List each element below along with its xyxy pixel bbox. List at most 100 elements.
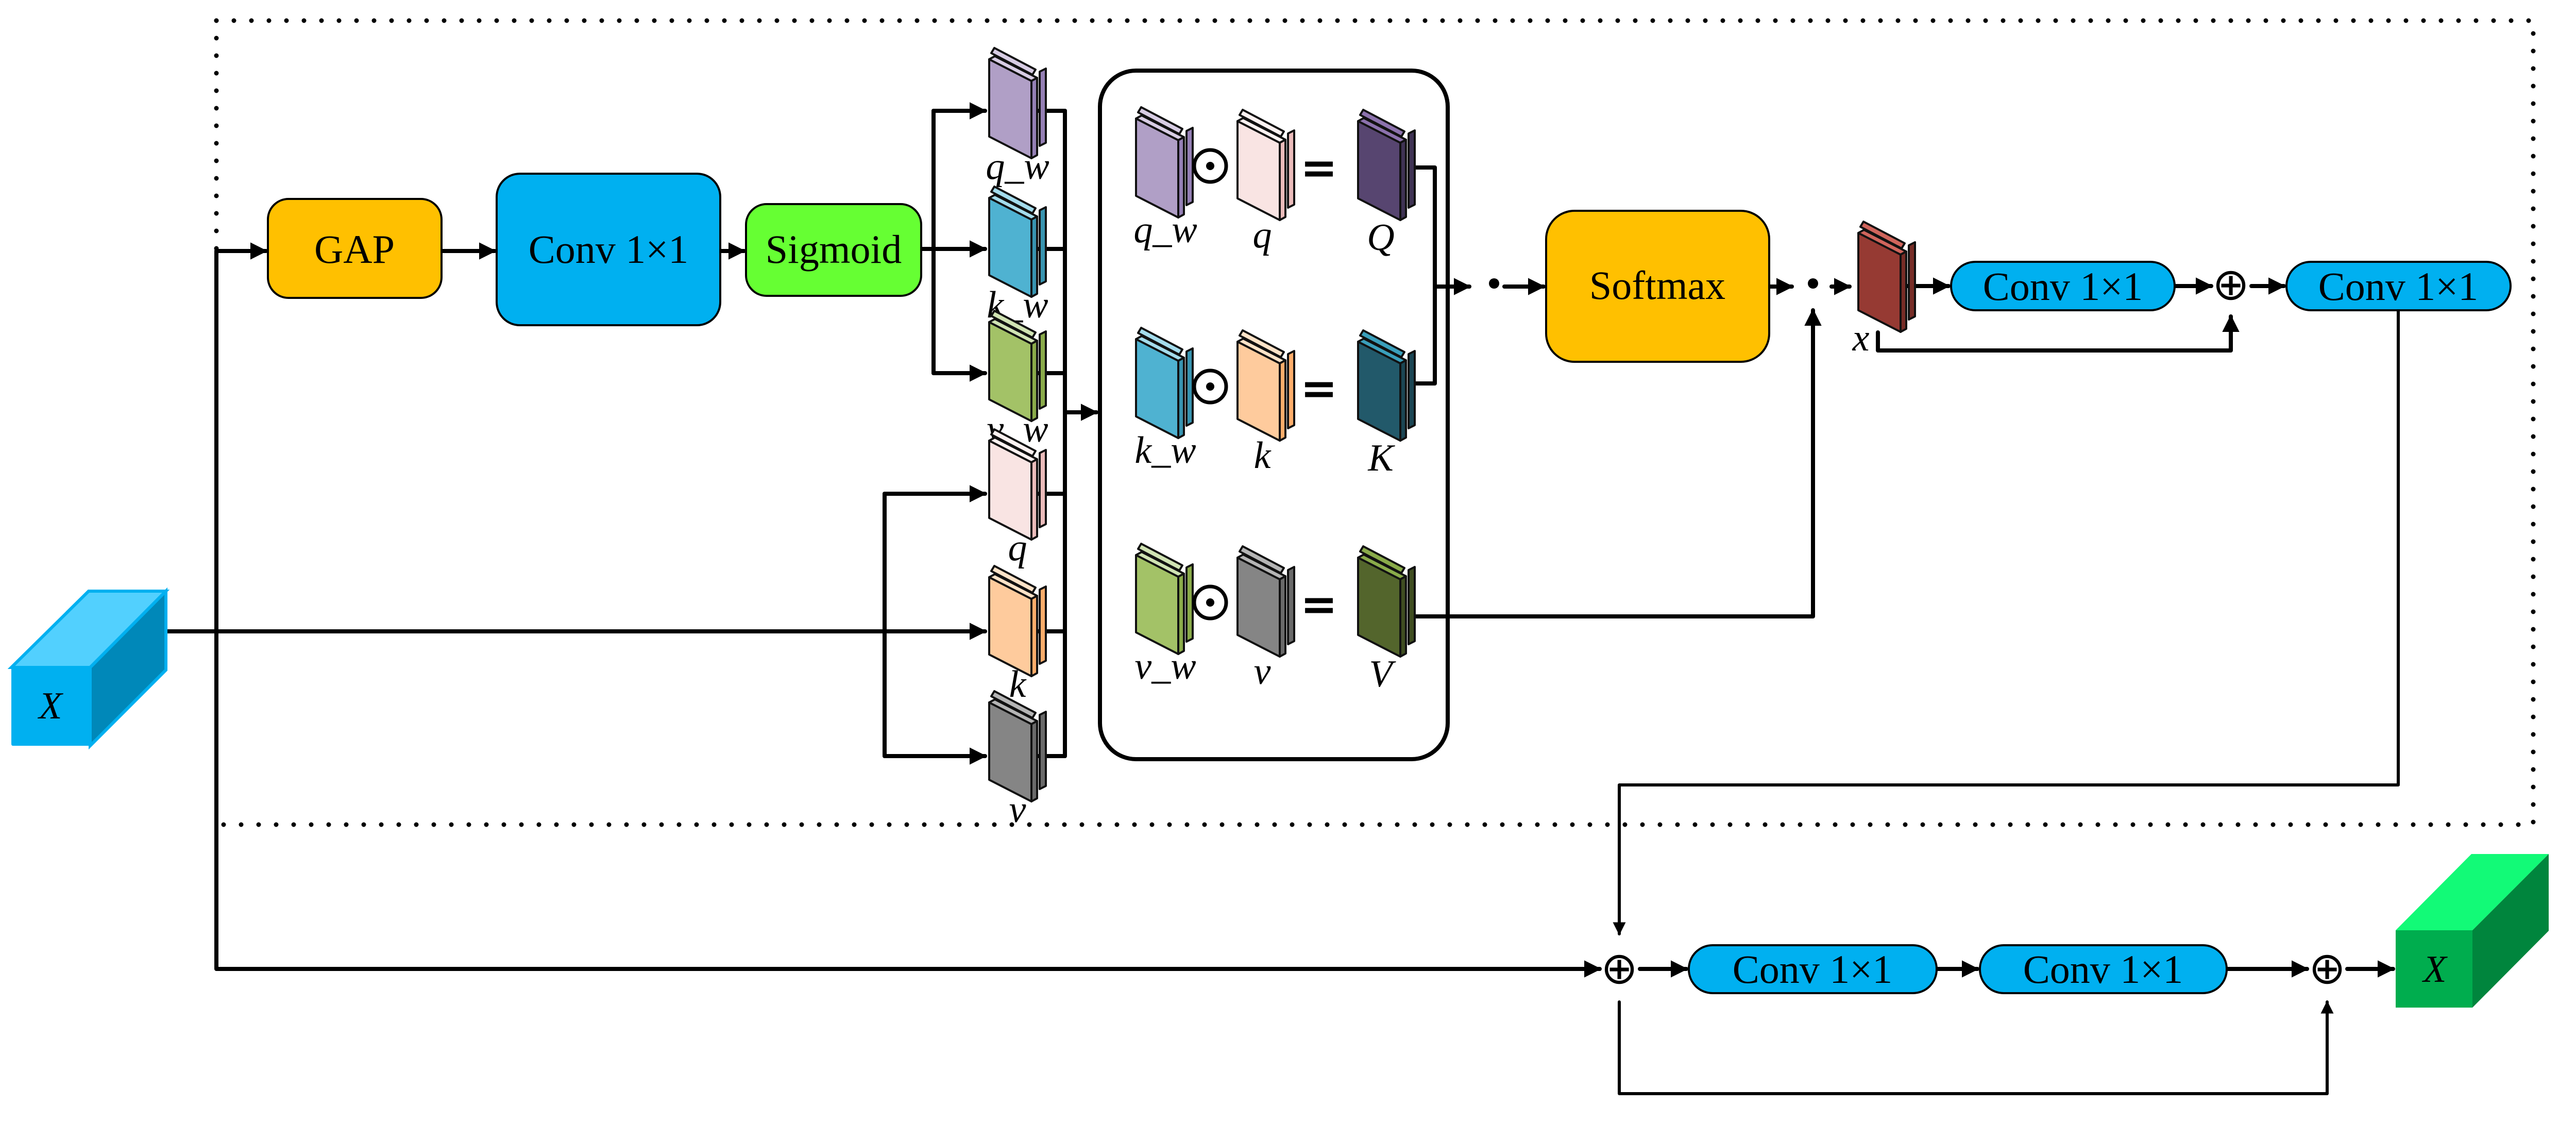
- output-block-side: [2472, 854, 2549, 1008]
- input-block-front: [11, 667, 90, 746]
- product-result-K-side: [1399, 359, 1407, 442]
- product-v-side: [1279, 575, 1286, 658]
- column-block-q_w-label: q_w: [986, 145, 1049, 188]
- column-block-k_w-side: [1030, 215, 1038, 298]
- column-block-k: k: [988, 565, 1047, 706]
- product-result-Q-plate: [1408, 129, 1416, 209]
- column-block-q: q: [988, 428, 1047, 569]
- output-tensor-block: X: [2396, 854, 2549, 1008]
- wire-convb-feedback: [1613, 309, 2400, 935]
- conv-b-label: Conv 1×1: [2318, 264, 2479, 309]
- product-q-plate: [1287, 129, 1295, 209]
- product-q_w-plate: [1185, 127, 1194, 206]
- product-v_w: v_w: [1134, 543, 1196, 688]
- wire-qk-merge: [1409, 165, 1437, 386]
- softmax-box[interactable]: Softmax: [1545, 210, 1770, 363]
- product-operators: ===: [1192, 142, 1337, 630]
- column-block-v_w-plate: [1039, 330, 1047, 410]
- softmax-label: Softmax: [1589, 263, 1725, 308]
- column-block-q-side: [1030, 458, 1038, 541]
- product-q-side: [1279, 139, 1286, 221]
- product-result-Q: Q: [1357, 109, 1416, 259]
- product-result-K: K: [1357, 329, 1416, 479]
- column-block-v-label: v: [1009, 789, 1026, 831]
- product-k_w: k_w: [1134, 327, 1196, 472]
- dot-operator-2: [1808, 278, 1818, 289]
- column-block-k_w: k_w: [987, 186, 1048, 326]
- product-k-label: k: [1254, 434, 1272, 477]
- product-k-side: [1279, 359, 1286, 442]
- product-v_w-label: v_w: [1134, 645, 1196, 688]
- product-v_w-side: [1177, 573, 1185, 655]
- column-block-v-side: [1030, 720, 1038, 802]
- input-tensor-block: X: [7, 587, 170, 750]
- conv-box-top[interactable]: Conv 1×1: [496, 173, 721, 326]
- column-block-q_w: q_w: [986, 47, 1049, 188]
- conv-b-box[interactable]: Conv 1×1: [2285, 261, 2512, 311]
- column-block-v-plate: [1039, 711, 1047, 790]
- dotted-frame: [214, 18, 2536, 827]
- product-v_w-plate: [1185, 563, 1194, 643]
- product-result-Q-side: [1399, 139, 1407, 221]
- conv-d-box[interactable]: Conv 1×1: [1979, 944, 2228, 994]
- product-v: v: [1236, 545, 1295, 693]
- column-block-v: v: [988, 690, 1047, 831]
- attended-block-label: x: [1852, 317, 1870, 359]
- hadamard-operator-dot: [1206, 162, 1214, 170]
- product-q-label: q: [1253, 214, 1272, 256]
- output-block-front: [2396, 930, 2472, 1008]
- output-block-top: [2396, 854, 2549, 930]
- hadamard-operator-dot: [1206, 598, 1214, 607]
- input-label: X: [37, 685, 63, 727]
- hadamard-operator-icon: [1192, 369, 1228, 405]
- add-operator-refine: ⊕: [2212, 259, 2249, 310]
- product-result-V-plate: [1408, 566, 1416, 645]
- column-block-k_w-plate: [1039, 206, 1047, 286]
- product-result-K-label: K: [1367, 437, 1395, 479]
- column-block-q-label: q: [1008, 527, 1027, 569]
- wire-bottom-skip: [1618, 1000, 2334, 1095]
- product-v-plate: [1287, 566, 1295, 645]
- product-k_w-label: k_w: [1134, 429, 1196, 472]
- product-v-label: v: [1254, 650, 1271, 693]
- product-k: k: [1236, 329, 1295, 477]
- column-block-q-plate: [1039, 449, 1047, 528]
- product-q_w: q_w: [1133, 106, 1197, 251]
- attended-block-side: [1900, 250, 1907, 333]
- equals-sign: =: [1300, 363, 1337, 414]
- conv-c-label: Conv 1×1: [1733, 947, 1893, 992]
- add-operator-1: ⊕: [1601, 943, 1638, 994]
- product-result-K-plate: [1408, 350, 1416, 429]
- attended-block-plate: [1908, 241, 1916, 321]
- conv-a-label: Conv 1×1: [1983, 264, 2143, 309]
- conv-c-box[interactable]: Conv 1×1: [1688, 944, 1938, 994]
- product-k_w-side: [1177, 357, 1185, 439]
- sigmoid-box[interactable]: Sigmoid: [745, 203, 922, 297]
- dot-operator-1: [1489, 278, 1499, 289]
- column-block-k-side: [1030, 595, 1038, 677]
- product-result-Q-label: Q: [1367, 216, 1394, 259]
- gap-label: GAP: [314, 227, 395, 272]
- connections: [164, 102, 2400, 1095]
- conv-a-box[interactable]: Conv 1×1: [1950, 261, 2176, 311]
- product-k_w-plate: [1185, 347, 1194, 427]
- wire-x-skip: [1876, 314, 2240, 353]
- product-box: [1098, 69, 1450, 761]
- add-operator-2: ⊕: [2309, 943, 2346, 994]
- product-k-plate: [1287, 350, 1295, 429]
- conv-top-label: Conv 1×1: [529, 227, 689, 272]
- gap-box[interactable]: GAP: [267, 198, 443, 299]
- product-q_w-side: [1177, 136, 1185, 219]
- column-block-q_w-plate: [1039, 68, 1047, 147]
- product-result-V: V: [1357, 545, 1416, 695]
- product-result-V-side: [1399, 575, 1407, 658]
- column-block-k-label: k: [1009, 663, 1027, 706]
- product-result-V-label: V: [1369, 653, 1396, 695]
- product-q: q: [1236, 109, 1295, 256]
- equals-sign: =: [1300, 142, 1337, 194]
- hadamard-operator-icon: [1192, 148, 1228, 184]
- hadamard-operator-dot: [1206, 382, 1214, 391]
- column-block-v_w-side: [1030, 340, 1038, 422]
